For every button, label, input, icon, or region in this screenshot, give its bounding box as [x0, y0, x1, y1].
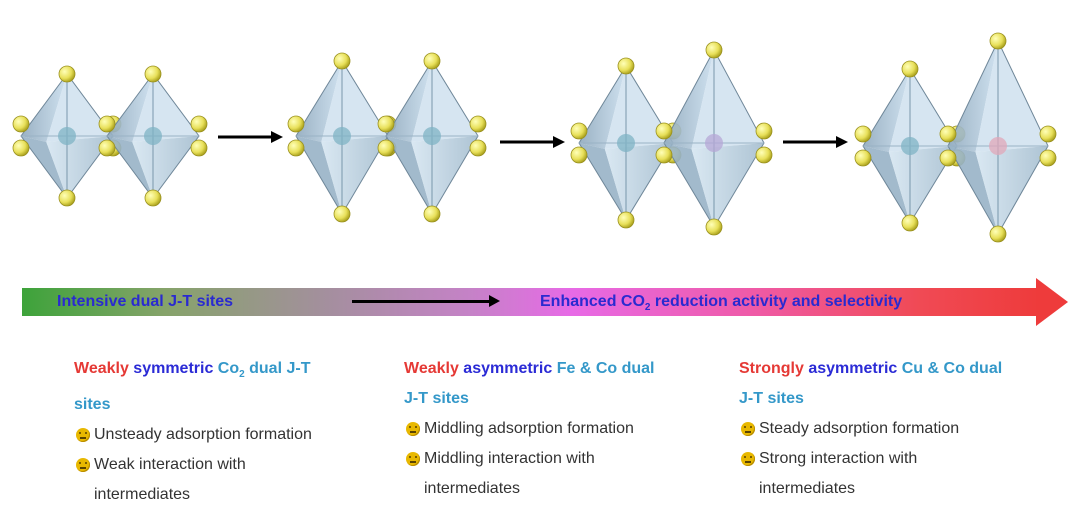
- bar-right-label: Enhanced CO2 reduction activity and sele…: [540, 293, 903, 314]
- octahedron-icon: [854, 60, 966, 232]
- gradient-arrowhead-icon: [1036, 278, 1068, 326]
- arrow-right-icon: [500, 136, 565, 148]
- octahedron-icon: [98, 65, 208, 207]
- octahedron-icon: [570, 57, 682, 229]
- bar-arrow-right-icon: [352, 295, 500, 307]
- octahedra-stage: [12, 32, 1057, 243]
- octahedron-icon: [287, 52, 397, 223]
- emoji-face-icon: [76, 458, 90, 473]
- octahedron-icon: [939, 32, 1057, 243]
- list-item: Middling adsorption formation: [404, 414, 734, 444]
- column-heading: Weakly asymmetric Fe & Co dual J-T sites: [404, 360, 655, 407]
- column-heading: Strongly asymmetric Cu & Co dual J-T sit…: [739, 360, 1003, 407]
- column-heading: Weakly symmetric Co2 dual J-T sites: [74, 360, 311, 414]
- list-item: Unsteady adsorption formation: [74, 420, 404, 450]
- emoji-face-icon: [76, 428, 90, 443]
- list-item: Steady adsorption formation: [739, 414, 1069, 444]
- column-cu-co-asymmetric: Strongly asymmetric Cu & Co dual J-T sit…: [739, 354, 1069, 504]
- column-co2-symmetric: Weakly symmetric Co2 dual J-T sites Unst…: [74, 354, 404, 510]
- arrow-right-icon: [783, 136, 848, 148]
- bar-left-label: Intensive dual J-T sites: [57, 293, 234, 310]
- emoji-face-icon: [406, 422, 420, 436]
- emoji-face-icon: [406, 452, 420, 466]
- emoji-face-icon: [741, 452, 755, 466]
- emoji-face-icon: [741, 422, 755, 436]
- gradient-progress-bar: [22, 288, 1040, 316]
- arrow-right-icon: [218, 131, 283, 143]
- column-fe-co-asymmetric: Weakly asymmetric Fe & Co dual J-T sites…: [404, 354, 734, 504]
- octahedron-icon: [655, 41, 773, 236]
- octahedron-icon: [377, 52, 487, 223]
- octahedron-icon: [12, 65, 122, 207]
